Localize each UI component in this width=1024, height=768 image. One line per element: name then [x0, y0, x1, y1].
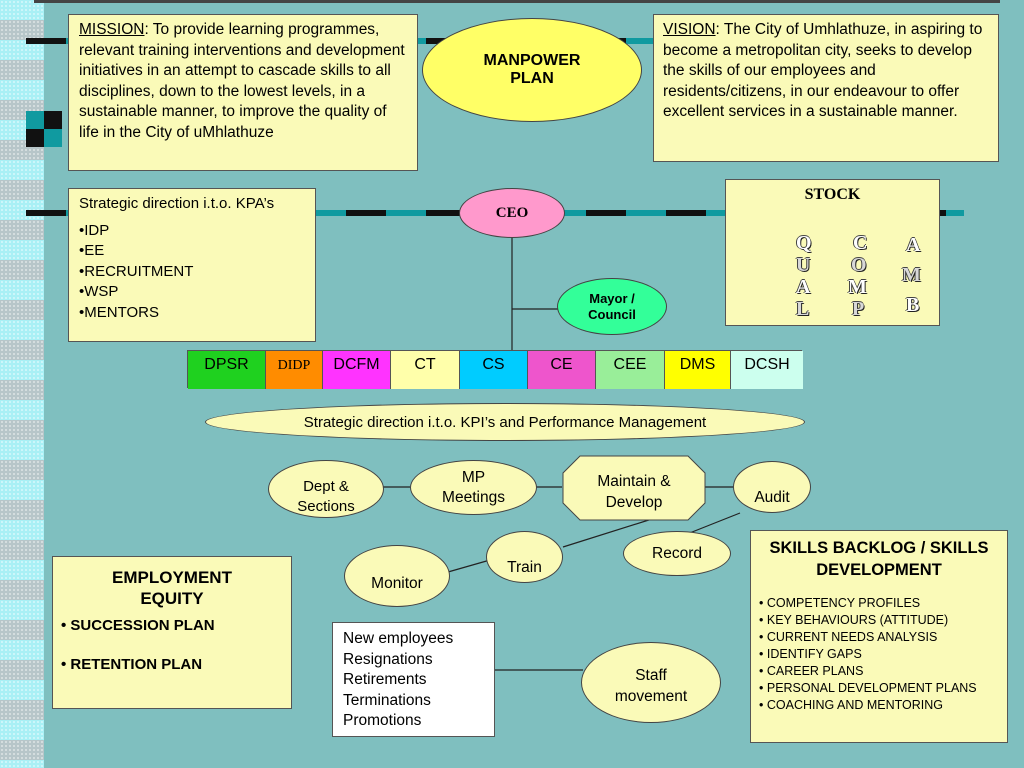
manpower-plan-title: MANPOWER PLAN	[483, 52, 581, 87]
strategic-kpa-heading: Strategic direction i.t.o. KPA’s	[79, 195, 275, 212]
dept-cell: CE	[528, 351, 596, 389]
staff-movement-label: Staff movement	[614, 667, 688, 705]
stock-letter: C	[853, 232, 868, 254]
list-item: • CAREER PLANS	[759, 664, 864, 678]
list-item: • COACHING AND MENTORING	[759, 698, 944, 712]
stock-letter: P	[852, 298, 865, 320]
mayor-council-label: Mayor / Council	[588, 290, 636, 322]
strategic-kpa-box: Strategic direction i.t.o. KPA’s •IDP •E…	[68, 188, 316, 342]
dept-cell: DIDP	[266, 351, 323, 389]
strategic-kpa-list: •IDP •EE •RECRUITMENT •WSP •MENTORS	[79, 221, 305, 324]
stock-box: STOCK Q U A L C O M P A M B	[725, 179, 940, 326]
dept-cell: DCFM	[323, 351, 391, 389]
list-item: • RETENTION PLAN	[61, 656, 203, 673]
stock-letter: M	[902, 264, 921, 286]
mission-label: MISSION	[79, 21, 145, 38]
dept-sections-oval: Dept & Sections	[268, 460, 384, 518]
dept-cell: CS	[460, 351, 528, 389]
skills-title: SKILLS BACKLOG / SKILLS DEVELOPMENT	[769, 539, 989, 579]
dept-cell: DMS	[665, 351, 731, 389]
stock-letter: M	[848, 276, 867, 298]
employment-equity-title: EMPLOYMENT EQUITY	[112, 568, 232, 608]
list-item: • SUCCESSION PLAN	[61, 617, 215, 634]
list-item: Promotions	[343, 712, 422, 729]
checker-icon	[26, 111, 62, 147]
audit-oval: Audit	[733, 461, 811, 513]
mp-meetings-label: MP Meetings	[442, 468, 505, 506]
stock-letter: O	[851, 254, 867, 276]
maintain-develop-label: Maintain & Develop	[597, 473, 671, 511]
dept-sections-label: Dept & Sections	[297, 478, 355, 515]
staff-movement-oval: Staff movement	[581, 642, 721, 723]
vision-text: : The City of Umhlathuze, in aspiring to…	[663, 21, 983, 120]
list-item: •RECRUITMENT	[79, 262, 194, 280]
ceo-label: CEO	[495, 204, 529, 221]
vision-box: VISION: The City of Umhlathuze, in aspir…	[653, 14, 999, 162]
list-item: •WSP	[79, 283, 119, 300]
stock-letter: B	[906, 294, 920, 316]
skills-box: SKILLS BACKLOG / SKILLS DEVELOPMENT • CO…	[750, 530, 1008, 743]
stock-title: STOCK	[804, 186, 861, 203]
list-item: • COMPETENCY PROFILES	[759, 596, 921, 610]
manpower-plan-oval: MANPOWER PLAN	[422, 18, 642, 122]
kpi-label: Strategic direction i.t.o. KPI’s and Per…	[303, 413, 707, 431]
train-label: Train	[507, 559, 542, 576]
list-item: New employees	[343, 630, 454, 647]
monitor-label: Monitor	[371, 575, 423, 592]
list-item: •EE	[79, 242, 105, 259]
stock-letter: L	[796, 298, 810, 320]
mission-box: MISSION: To provide learning programmes,…	[68, 14, 418, 171]
dept-cell: DCSH	[731, 351, 803, 389]
list-item: Terminations	[343, 691, 431, 709]
record-oval: Record	[623, 531, 731, 576]
employment-equity-box: EMPLOYMENT EQUITY • SUCCESSION PLAN • RE…	[52, 556, 292, 709]
dept-cell: CT	[391, 351, 460, 389]
record-label: Record	[652, 544, 702, 562]
stock-letter: A	[796, 276, 811, 298]
list-item: Retirements	[343, 671, 427, 688]
list-item: • KEY BEHAVIOURS (ATTITUDE)	[759, 613, 949, 627]
train-oval: Train	[486, 531, 563, 583]
mayor-council-oval: Mayor / Council	[557, 278, 667, 335]
top-rule	[34, 0, 1000, 3]
mission-text: : To provide learning programmes, releva…	[79, 21, 405, 141]
departments-strip: DPSR DIDP DCFM CT CS CE CEE DMS DCSH	[187, 350, 803, 389]
vision-label: VISION	[663, 21, 716, 38]
mp-meetings-oval: MP Meetings	[410, 460, 537, 515]
list-item: Resignations	[343, 650, 433, 668]
monitor-oval: Monitor	[344, 545, 450, 607]
list-item: •IDP	[79, 221, 110, 239]
list-item: • IDENTIFY GAPS	[759, 647, 862, 661]
audit-label: Audit	[754, 489, 790, 506]
stock-letter: U	[796, 254, 811, 276]
stock-letter: Q	[796, 232, 812, 254]
kpi-oval: Strategic direction i.t.o. KPI’s and Per…	[205, 403, 805, 441]
skills-list: • COMPETENCY PROFILES • KEY BEHAVIOURS (…	[759, 595, 999, 714]
list-item: •MENTORS	[79, 303, 159, 321]
dept-cell: DPSR	[188, 351, 266, 389]
movements-box: New employees Resignations Retirements T…	[332, 622, 495, 737]
maintain-develop-octagon	[562, 455, 706, 521]
list-item: • CURRENT NEEDS ANALYSIS	[759, 630, 938, 644]
list-item: • PERSONAL DEVELOPMENT PLANS	[759, 681, 977, 695]
stock-letter: A	[906, 234, 921, 256]
dept-cell: CEE	[596, 351, 665, 389]
ceo-oval: CEO	[459, 188, 565, 238]
